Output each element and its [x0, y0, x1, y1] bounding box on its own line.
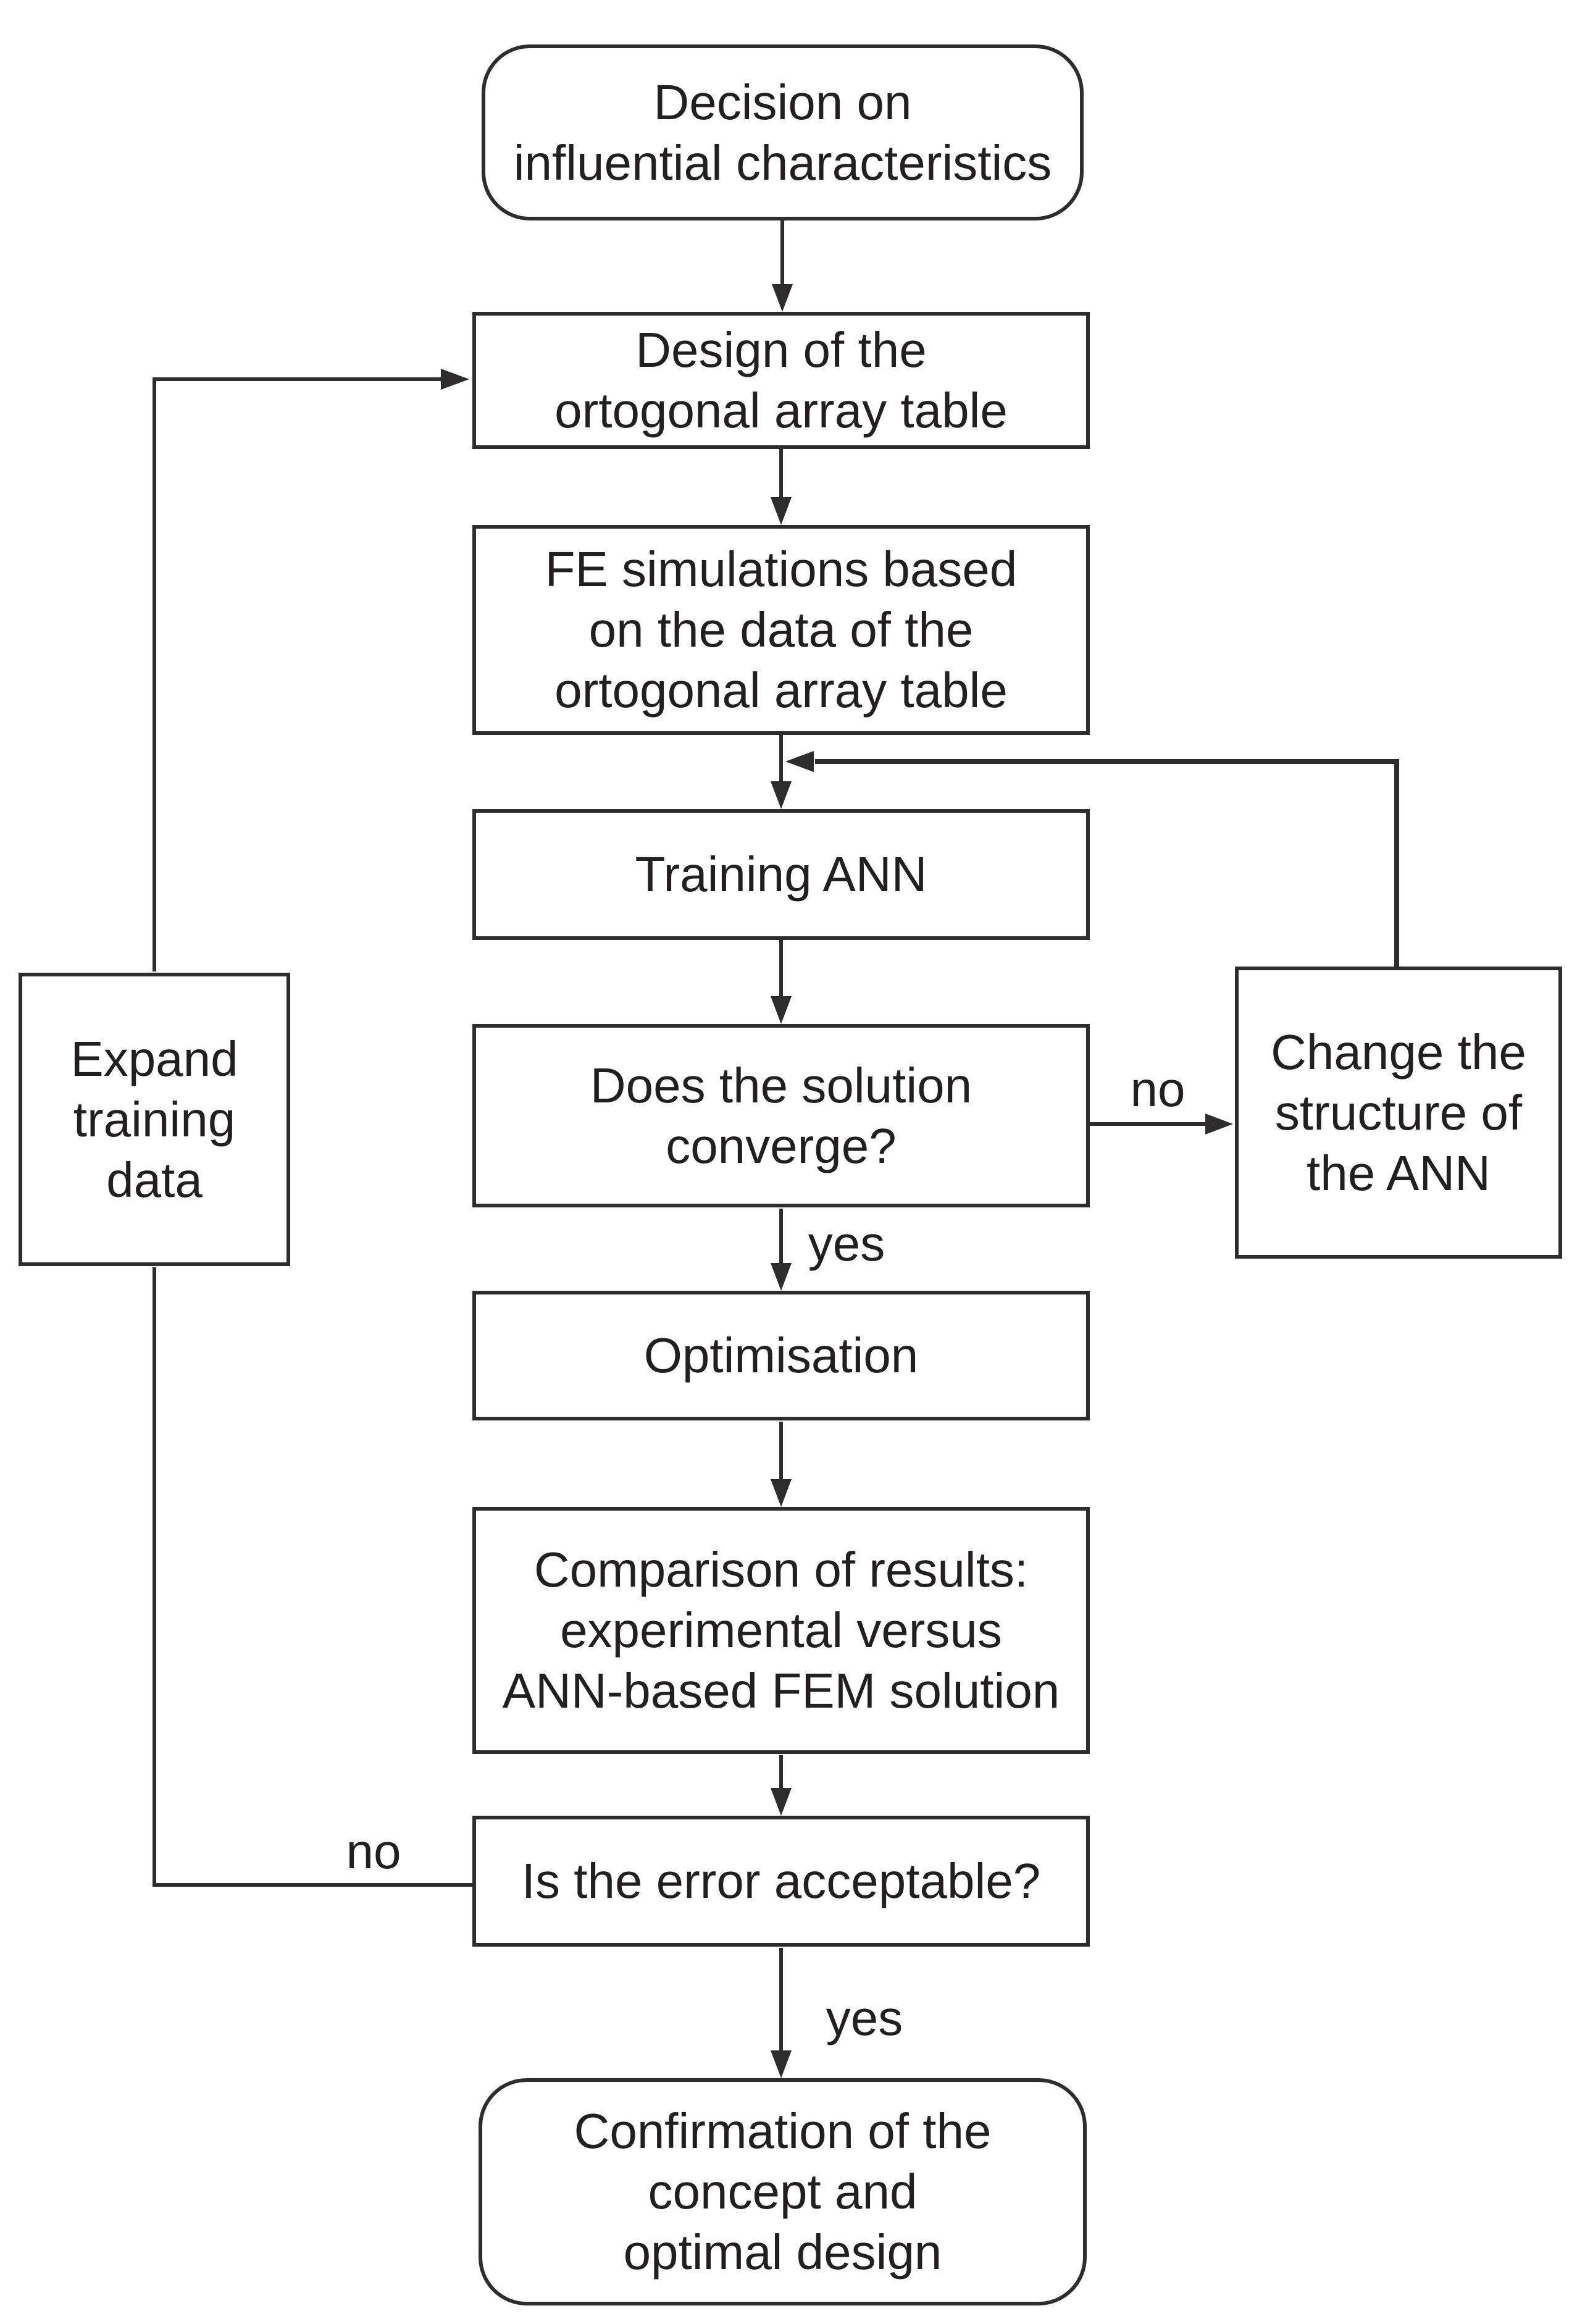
- node-training-ann-label: Training ANN: [635, 847, 927, 902]
- edge-label-error-yes: yes: [826, 1991, 903, 2045]
- node-change-ann-structure-label: Change the structure of the ANN: [1271, 1024, 1526, 1201]
- node-comparison-results: Comparison of results: experimental vers…: [472, 1507, 1090, 1754]
- edge-label-converge-no: no: [1130, 1062, 1186, 1117]
- feedback-expand-to-design-line: [153, 369, 469, 971]
- arrow-converge-yes-to-optimisation: [771, 1209, 792, 1291]
- feedback-change-to-training-line: [785, 751, 1399, 967]
- node-converge-decision-label: Does the solution converge?: [590, 1057, 972, 1173]
- node-converge-decision: Does the solution converge?: [472, 1024, 1090, 1207]
- arrow-fe-to-training: [771, 735, 792, 809]
- node-design-array-table-label: Design of the ortogonal array table: [554, 322, 1008, 438]
- node-change-ann-structure: Change the structure of the ANN: [1235, 967, 1562, 1259]
- arrow-compare-to-error: [771, 1755, 792, 1816]
- node-expand-training-data-label: Expand training data: [70, 1031, 238, 1207]
- node-design-array-table: Design of the ortogonal array table: [472, 312, 1090, 449]
- edge-label-error-no: no: [346, 1824, 401, 1879]
- node-expand-training-data: Expand training data: [19, 973, 290, 1266]
- arrow-optimisation-to-compare: [771, 1422, 792, 1507]
- node-error-decision: Is the error acceptable?: [472, 1816, 1090, 1947]
- node-start-label: Decision on influential characteristics: [513, 74, 1052, 190]
- node-fe-simulations: FE simulations based on the data of the …: [472, 525, 1090, 735]
- arrow-start-to-design: [772, 220, 793, 312]
- node-training-ann: Training ANN: [472, 809, 1090, 940]
- node-optimisation: Optimisation: [472, 1291, 1090, 1420]
- node-start: Decision on influential characteristics: [482, 44, 1084, 220]
- arrow-training-to-converge: [771, 940, 792, 1024]
- arrow-error-yes-to-end: [771, 1948, 792, 2078]
- node-comparison-results-label: Comparison of results: experimental vers…: [502, 1542, 1060, 1718]
- node-error-decision-label: Is the error acceptable?: [521, 1853, 1041, 1908]
- arrow-converge-no-to-change: [1090, 1114, 1233, 1135]
- node-fe-simulations-label: FE simulations based on the data of the …: [545, 542, 1018, 718]
- node-end: Confirmation of the concept and optimal …: [479, 2078, 1087, 2305]
- edge-label-converge-yes: yes: [808, 1216, 885, 1271]
- feedback-error-no-lower-line: [153, 1267, 472, 1887]
- node-optimisation-label: Optimisation: [643, 1328, 919, 1383]
- arrow-design-to-fe: [771, 449, 792, 525]
- node-end-label: Confirmation of the concept and optimal …: [574, 2104, 992, 2280]
